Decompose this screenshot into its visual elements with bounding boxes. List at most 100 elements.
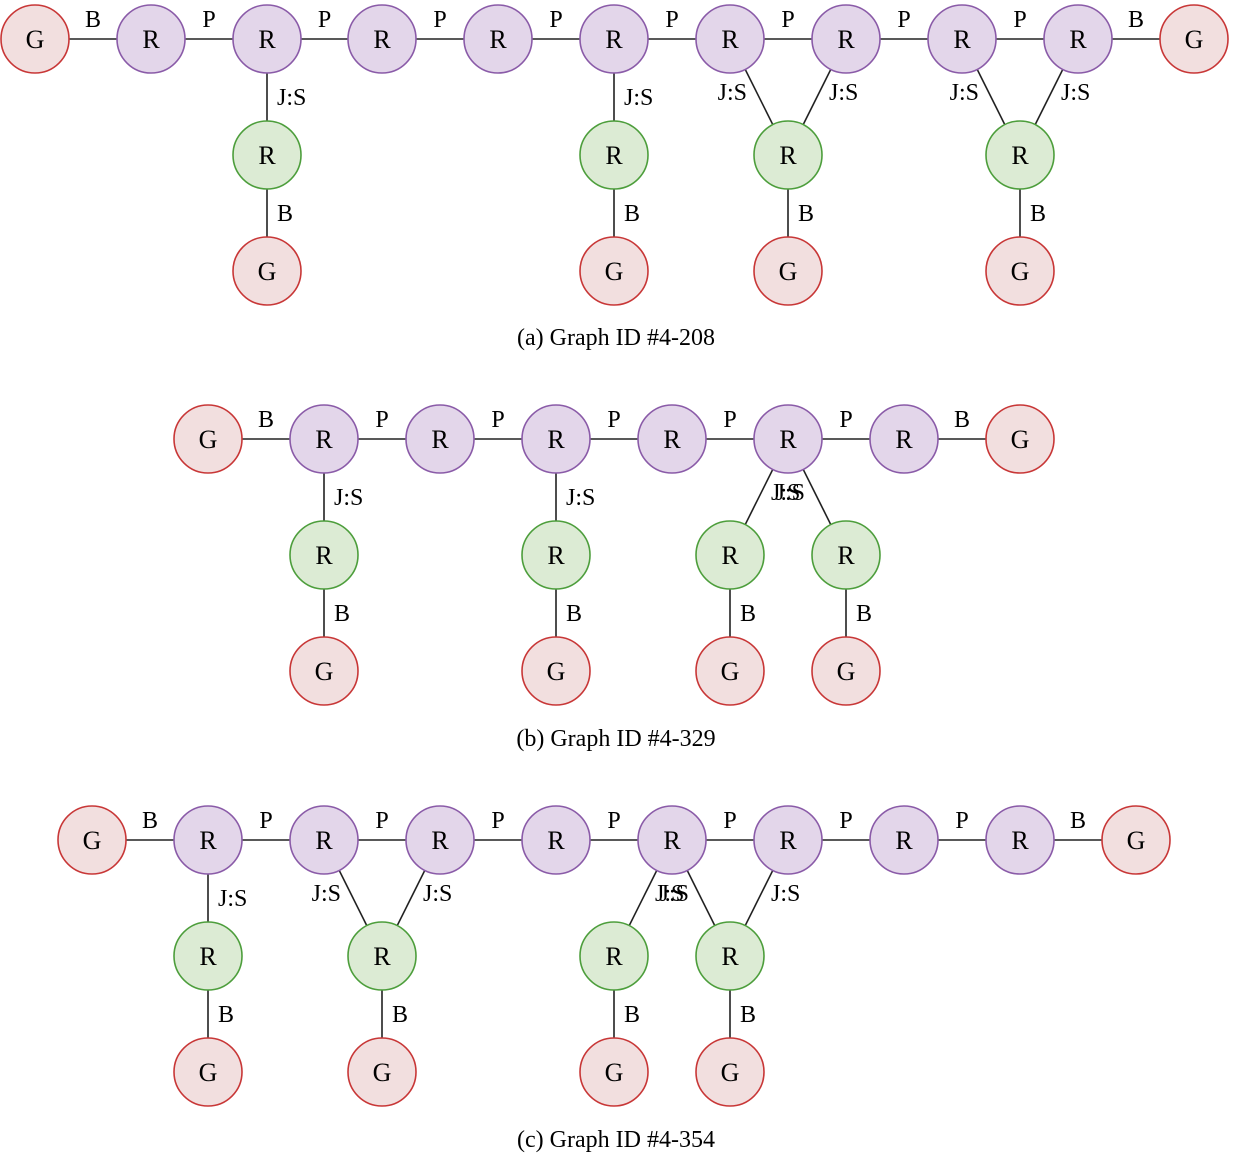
edge-label: J:S [718, 80, 747, 106]
node-label: G [1127, 826, 1146, 855]
node-label: R [199, 942, 217, 971]
edge-a-r7-s3 [802, 69, 832, 125]
node-b-gb4 [811, 636, 881, 706]
node-c-r1 [173, 805, 243, 875]
node-b-g0 [173, 404, 243, 474]
edge-c-r6-s4 [744, 870, 774, 926]
node-b-s2 [521, 520, 591, 590]
node-a-g0 [0, 4, 70, 74]
node-a-r2 [232, 4, 302, 74]
node-label: R [721, 942, 739, 971]
edge-c-r5-s4 [686, 870, 716, 926]
node-label: R [605, 25, 623, 54]
edge-label: B [566, 601, 582, 627]
node-a-gb1 [232, 236, 302, 306]
edge-label: P [607, 407, 620, 433]
node-label: R [1011, 141, 1029, 170]
node-label: R [315, 425, 333, 454]
node-label: G [26, 25, 45, 54]
node-b-gb1 [289, 636, 359, 706]
edge-a-r6-s3 [744, 69, 774, 125]
edge-label: B [624, 201, 640, 227]
edge-label: P [491, 407, 504, 433]
node-label: G [199, 1058, 218, 1087]
edge-label: J:S [950, 80, 979, 106]
node-c-r4 [521, 805, 591, 875]
edge-label: P [955, 808, 968, 834]
node-label: R [779, 425, 797, 454]
node-label: G [373, 1058, 392, 1087]
node-label: G [258, 257, 277, 286]
node-b-r4 [637, 404, 707, 474]
node-label: R [431, 425, 449, 454]
edge-b-r5-s4 [802, 469, 832, 525]
edge-label: B [1070, 808, 1086, 834]
caption-b: (b) Graph ID #4-329 [516, 726, 715, 752]
node-c-s1 [173, 921, 243, 991]
edge-label: B [218, 1002, 234, 1028]
edge-label: P [375, 808, 388, 834]
node-a-r8 [927, 4, 997, 74]
node-c-gb4 [695, 1037, 765, 1107]
node-label: G [199, 425, 218, 454]
node-b-s1 [289, 520, 359, 590]
edge-label: B [258, 407, 274, 433]
node-label: R [142, 25, 160, 54]
node-a-r5 [579, 4, 649, 74]
edge-c-r5-s3 [628, 870, 658, 926]
edge-a-r9-s4 [1034, 69, 1064, 125]
node-label: R [199, 826, 217, 855]
node-label: R [663, 826, 681, 855]
node-label: R [895, 425, 913, 454]
node-b-r2 [405, 404, 475, 474]
node-label: R [258, 141, 276, 170]
node-label: G [605, 1058, 624, 1087]
edge-label: J:S [771, 480, 800, 506]
edge-label: B [740, 601, 756, 627]
node-label: R [779, 141, 797, 170]
edge-label: J:S [829, 80, 858, 106]
node-a-r1 [116, 4, 186, 74]
caption-c: (c) Graph ID #4-354 [517, 1127, 715, 1153]
node-a-r3 [347, 4, 417, 74]
edge-label: J:S [776, 480, 805, 506]
edge-label: J:S [566, 485, 595, 511]
node-label: R [721, 25, 739, 54]
node-c-s3 [579, 921, 649, 991]
node-c-gb2 [347, 1037, 417, 1107]
node-label: G [721, 1058, 740, 1087]
edge-label: J:S [423, 881, 452, 907]
node-c-r6 [753, 805, 823, 875]
node-label: G [315, 657, 334, 686]
node-label: R [315, 826, 333, 855]
edge-b-r5-s3 [744, 469, 774, 525]
node-label: R [1011, 826, 1029, 855]
node-c-g9 [1101, 805, 1171, 875]
node-b-gb3 [695, 636, 765, 706]
node-label: G [1011, 425, 1030, 454]
node-b-r5 [753, 404, 823, 474]
edge-label: P [1013, 7, 1026, 33]
node-c-r2 [289, 805, 359, 875]
edge-label: P [433, 7, 446, 33]
node-c-r7 [869, 805, 939, 875]
node-label: R [605, 141, 623, 170]
node-c-gb1 [173, 1037, 243, 1107]
edge-label: P [259, 808, 272, 834]
edge-label: B [798, 201, 814, 227]
edge-label: P [781, 7, 794, 33]
node-label: R [1069, 25, 1087, 54]
node-label: R [489, 25, 507, 54]
edge-label: P [202, 7, 215, 33]
edge-label: J:S [277, 85, 306, 111]
edge-label: P [897, 7, 910, 33]
edge-label: B [1128, 7, 1144, 33]
node-b-r1 [289, 404, 359, 474]
edge-label: B [1030, 201, 1046, 227]
